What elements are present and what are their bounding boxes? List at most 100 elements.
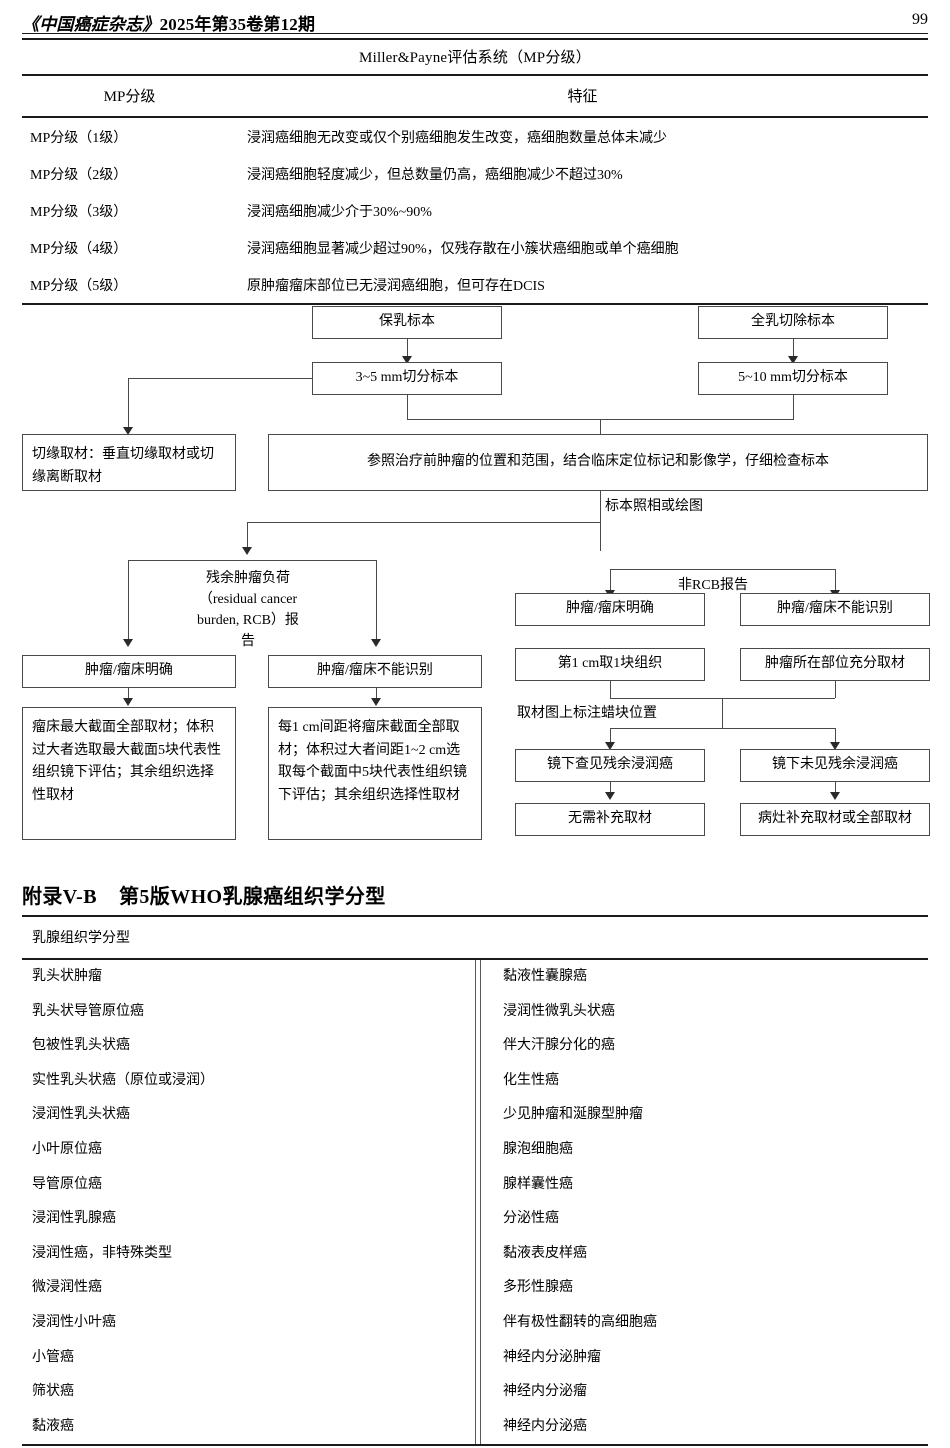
connector-line: [835, 782, 836, 795]
arrow-head: [371, 639, 381, 647]
arrow-head: [605, 792, 615, 800]
mp-grade-cell: MP分级（2级）: [30, 168, 128, 183]
mp-table-caption: Miller&Payne评估系统（MP分级）: [359, 50, 591, 66]
arrow-head: [402, 356, 412, 364]
connector-line: [610, 569, 611, 593]
flow-label-photo-or-drawing: 标本照相或绘图: [605, 499, 703, 514]
flow-box-rcb-tumor-unclear: 肿瘤/瘤床不能识别: [268, 655, 482, 688]
connector-line: [722, 698, 723, 728]
arrow-head: [242, 547, 252, 555]
list-item: 分泌性癌: [503, 1211, 559, 1227]
page-number: 99: [912, 11, 928, 28]
arrow-head: [123, 698, 133, 706]
list-item: 浸润性乳腺癌: [32, 1211, 116, 1227]
connector-line: [128, 560, 129, 642]
list-item: 乳头状导管原位癌: [32, 1003, 144, 1019]
running-head-rule: [22, 33, 928, 34]
appendix-title-text: 第5版WHO乳腺癌组织学分型: [118, 886, 386, 908]
mp-feature-cell: 浸润癌细胞减少介于30%~90%: [247, 205, 432, 220]
connector-line: [610, 728, 835, 729]
mp-table-header-row: MP分级 特征: [22, 76, 928, 116]
connector-line: [610, 728, 611, 745]
mp-grade-cell: MP分级（4级）: [30, 242, 128, 257]
who-column-divider: [475, 960, 481, 1445]
list-item: 腺样囊性癌: [503, 1176, 573, 1192]
mp-grade-cell: MP分级（3级）: [30, 205, 128, 220]
who-classification-table: 乳腺组织学分型 乳头状肿瘤 乳头状导管原位癌 包被性乳头状癌 实性乳头状癌（原位…: [22, 915, 928, 1447]
table-caption-rule: [22, 74, 928, 76]
connector-line: [128, 688, 129, 701]
mp-header-feature: 特征: [567, 89, 598, 105]
who-table-top-rule: [22, 915, 928, 917]
flow-box-sample-1cm-block: 第1 cm取1块组织: [515, 648, 705, 681]
who-table-body: 乳头状肿瘤 乳头状导管原位癌 包被性乳头状癌 实性乳头状癌（原位或浸润） 浸润性…: [22, 960, 928, 1445]
arrow-head: [788, 356, 798, 364]
connector-line: [128, 378, 312, 379]
list-item: 导管原位癌: [32, 1176, 102, 1192]
list-item: 腺泡细胞癌: [503, 1141, 573, 1157]
connector-line: [407, 395, 408, 419]
who-table-subheader: 乳腺组织学分型: [32, 931, 130, 946]
issue-info: 2025年第35卷第12期: [159, 15, 316, 34]
flow-label-rcb-report: 残余肿瘤负荷 （residual cancer burden, RCB）报告: [193, 568, 303, 652]
connector-line: [793, 339, 794, 359]
mp-grade-cell: MP分级（5级）: [30, 279, 128, 294]
table-row: MP分级（3级） 浸润癌细胞减少介于30%~90%: [22, 192, 928, 229]
arrow-head: [123, 427, 133, 435]
table-row: MP分级（1级） 浸润癌细胞无改变或仅个别癌细胞发生改变，癌细胞数量总体未减少: [22, 118, 928, 155]
connector-line: [610, 569, 835, 570]
rcb-report-line-1: 残余肿瘤负荷: [206, 571, 290, 586]
flow-box-tumor-site-sampling: 肿瘤所在部位充分取材: [740, 648, 930, 681]
flow-box-margin-sampling: 切缘取材：垂直切缘取材或切缘离断取材: [22, 434, 236, 491]
connector-line: [128, 378, 129, 430]
mp-feature-cell: 原肿瘤瘤床部位已无浸润癌细胞，但可存在DCIS: [247, 279, 545, 294]
list-item: 浸润性微乳头状癌: [503, 1003, 615, 1019]
mp-feature-cell: 浸润癌细胞无改变或仅个别癌细胞发生改变，癌细胞数量总体未减少: [247, 131, 667, 146]
connector-line: [610, 681, 611, 698]
connector-line: [407, 339, 408, 359]
connector-line: [376, 560, 377, 642]
appendix-heading: 附录V-B 第5版WHO乳腺癌组织学分型: [22, 880, 386, 909]
list-item: 化生性癌: [503, 1072, 559, 1088]
list-item: 微浸润性癌: [32, 1280, 102, 1296]
mp-grade-cell: MP分级（1级）: [30, 131, 128, 146]
flow-box-nonrcb-tumor-unclear: 肿瘤/瘤床不能识别: [740, 593, 930, 626]
list-item: 黏液性囊腺癌: [503, 969, 587, 984]
table-row: MP分级（4级） 浸润癌细胞显著减少超过90%，仅残存散在小簇状癌细胞或单个癌细…: [22, 229, 928, 266]
connector-line: [793, 395, 794, 419]
who-right-column: 黏液性囊腺癌 浸润性微乳头状癌 伴大汗腺分化的癌 化生性癌 少见肿瘤和涎腺型肿瘤…: [475, 960, 928, 1444]
flow-box-residual-not-found: 镜下未见残余浸润癌: [740, 749, 930, 782]
arrow-head: [830, 742, 840, 750]
list-item: 筛状癌: [32, 1384, 74, 1400]
flow-box-mastectomy-specimen: 全乳切除标本: [698, 306, 888, 339]
mp-header-grade: MP分级: [103, 89, 156, 105]
flow-box-slice-5-10mm: 5~10 mm切分标本: [698, 362, 888, 395]
arrow-head: [830, 792, 840, 800]
journal-name: 《中国癌症杂志》: [22, 15, 160, 34]
flow-box-rcb-unclear-detail: 每1 cm间距将瘤床截面全部取材；体积过大者间距1~2 cm选取每个截面中5块代…: [268, 707, 482, 840]
who-left-column: 乳头状肿瘤 乳头状导管原位癌 包被性乳头状癌 实性乳头状癌（原位或浸润） 浸润性…: [22, 960, 475, 1444]
flow-label-nonrcb-report: 非RCB报告: [678, 578, 749, 593]
list-item: 伴有极性翻转的高细胞癌: [503, 1314, 657, 1330]
flow-box-breast-conserving-specimen: 保乳标本: [312, 306, 502, 339]
appendix-number: 附录V-B: [22, 886, 97, 908]
list-item: 少见肿瘤和涎腺型肿瘤: [503, 1107, 643, 1123]
connector-line: [247, 522, 248, 550]
connector-line: [600, 419, 601, 437]
flow-box-rcb-tumor-clear: 肿瘤/瘤床明确: [22, 655, 236, 688]
connector-line: [835, 681, 836, 698]
specimen-handling-flowchart: 保乳标本 全乳切除标本 3~5 mm切分标本 5~10 mm切分标本 切缘取材：…: [0, 286, 950, 856]
flow-box-no-extra-sampling: 无需补充取材: [515, 803, 705, 836]
arrow-head: [123, 639, 133, 647]
table-header-rule: [22, 116, 928, 118]
running-head-title: 《中国癌症杂志》2025年第35卷第12期: [22, 10, 315, 35]
connector-line: [247, 522, 600, 523]
mp-feature-cell: 浸润癌细胞显著减少超过90%，仅残存散在小簇状癌细胞或单个癌细胞: [247, 242, 679, 257]
list-item: 神经内分泌癌: [503, 1418, 587, 1434]
list-item: 实性乳头状癌（原位或浸润）: [32, 1072, 214, 1088]
flow-box-slice-3-5mm: 3~5 mm切分标本: [312, 362, 502, 395]
list-item: 神经内分泌肿瘤: [503, 1349, 601, 1365]
table-top-rule: [22, 38, 928, 40]
flow-label-wax-block-mark: 取材图上标注蜡块位置: [517, 706, 657, 721]
list-item: 多形性腺癌: [503, 1280, 573, 1296]
